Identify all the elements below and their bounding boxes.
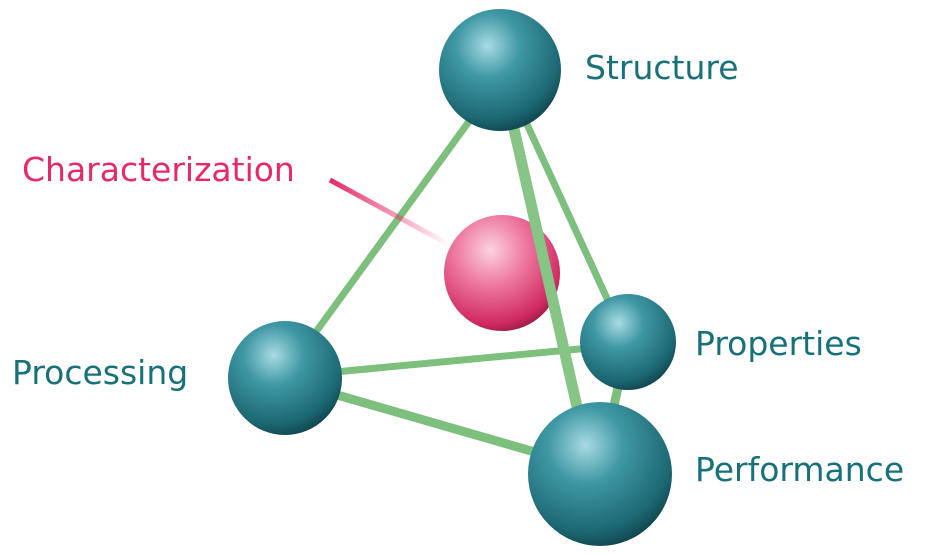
characterization-label: Characterization [22, 150, 295, 189]
edge-processing-properties [331, 344, 594, 376]
edges [306, 116, 630, 460]
edge-structure-performance [506, 114, 586, 426]
edge-processing-performance [315, 385, 550, 460]
structure-node [439, 9, 561, 131]
structure-label: Structure [585, 48, 739, 87]
processing-label: Processing [12, 353, 189, 392]
performance-node [528, 402, 672, 546]
processing-node [228, 321, 342, 435]
edge-structure-processing [306, 116, 474, 344]
characterization-pointer [328, 177, 452, 248]
properties-node [580, 294, 676, 390]
properties-label: Properties [695, 324, 862, 363]
edge-structure-properties [521, 116, 614, 309]
characterization-node [444, 215, 560, 331]
performance-label: Performance [695, 450, 905, 489]
